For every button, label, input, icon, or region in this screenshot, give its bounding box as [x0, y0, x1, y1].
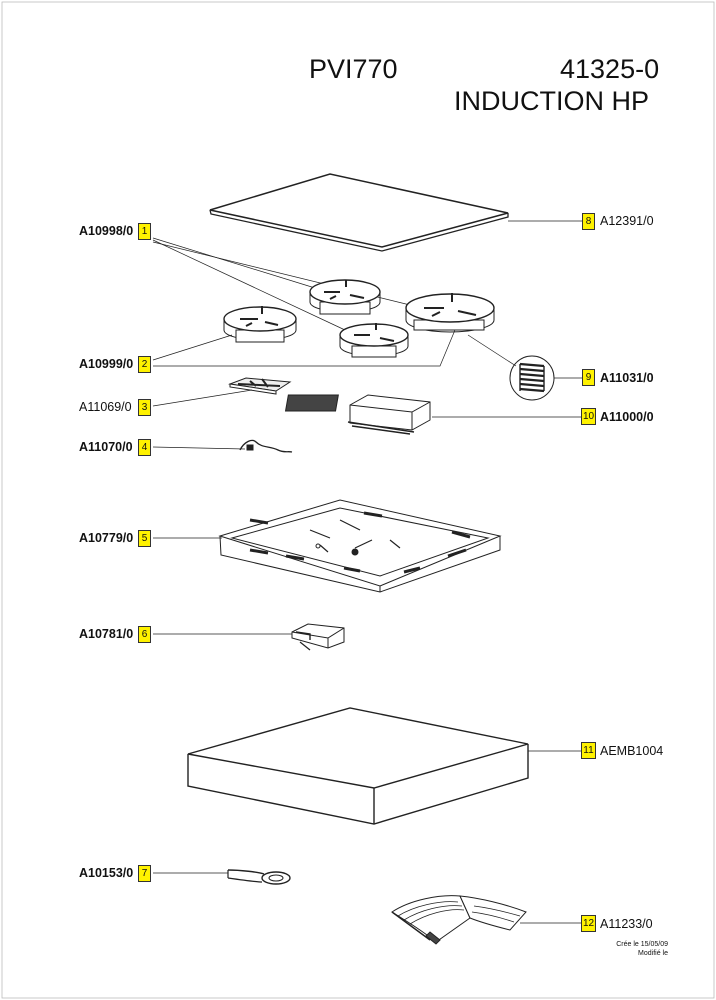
callout-badge-7: 7	[138, 865, 151, 882]
part-number-6: A10781/0	[79, 627, 134, 641]
callout-badge-10: 10	[581, 408, 596, 425]
part-number-8: A12391/0	[600, 214, 654, 228]
callout-badge-1: 1	[138, 223, 151, 240]
callout-badge-11: 11	[581, 742, 596, 759]
part-number-10: A11000/0	[600, 410, 654, 424]
callout-badge-2: 2	[138, 356, 151, 373]
created-date: Crée le 15/05/09	[616, 941, 668, 948]
callout-badge-8: 8	[582, 213, 595, 230]
model-number: PVI770	[309, 54, 398, 84]
callout-badge-4: 4	[138, 439, 151, 456]
leaders-2	[152, 329, 456, 367]
coil-spring	[509, 355, 555, 401]
part-number-9: A11031/0	[600, 371, 654, 385]
modified-date: Modifié le	[638, 950, 668, 957]
part-number-2: A10999/0	[79, 357, 134, 371]
control-board	[228, 377, 292, 395]
part-number-12: A11233/0	[600, 917, 653, 931]
part-number-11: AEMB1004	[600, 744, 664, 758]
callout-badge-9: 9	[582, 369, 595, 386]
power-module	[284, 394, 431, 435]
part-number-1: A10998/0	[79, 224, 134, 238]
callout-badge-5: 5	[138, 530, 151, 547]
induction-coil-4	[405, 293, 495, 333]
wire-harness	[239, 439, 293, 453]
callout-badge-12: 12	[581, 915, 596, 932]
induction-coil-1	[223, 306, 297, 343]
callout-badge-6: 6	[138, 626, 151, 643]
drawing-code: 41325-0	[560, 54, 660, 84]
drawing-subtitle: INDUCTION HP	[454, 86, 649, 116]
bracket	[291, 623, 345, 651]
leader-3	[152, 389, 253, 407]
induction-coil-2	[309, 279, 381, 315]
leader-9-to-coil	[467, 334, 517, 367]
part-number-7: A10153/0	[79, 866, 134, 880]
part-number-3: A11069/0	[79, 400, 132, 414]
part-number-5: A10779/0	[79, 531, 134, 545]
packaging-box	[187, 707, 529, 825]
chassis-tray	[218, 499, 502, 593]
induction-coil-3	[339, 323, 409, 358]
instruction-manual	[391, 895, 527, 945]
part-number-4: A11070/0	[79, 440, 133, 454]
adhesive-tape	[227, 869, 291, 885]
glass-top-plate	[209, 173, 509, 252]
callout-badge-3: 3	[138, 399, 151, 416]
leader-4	[152, 446, 246, 450]
